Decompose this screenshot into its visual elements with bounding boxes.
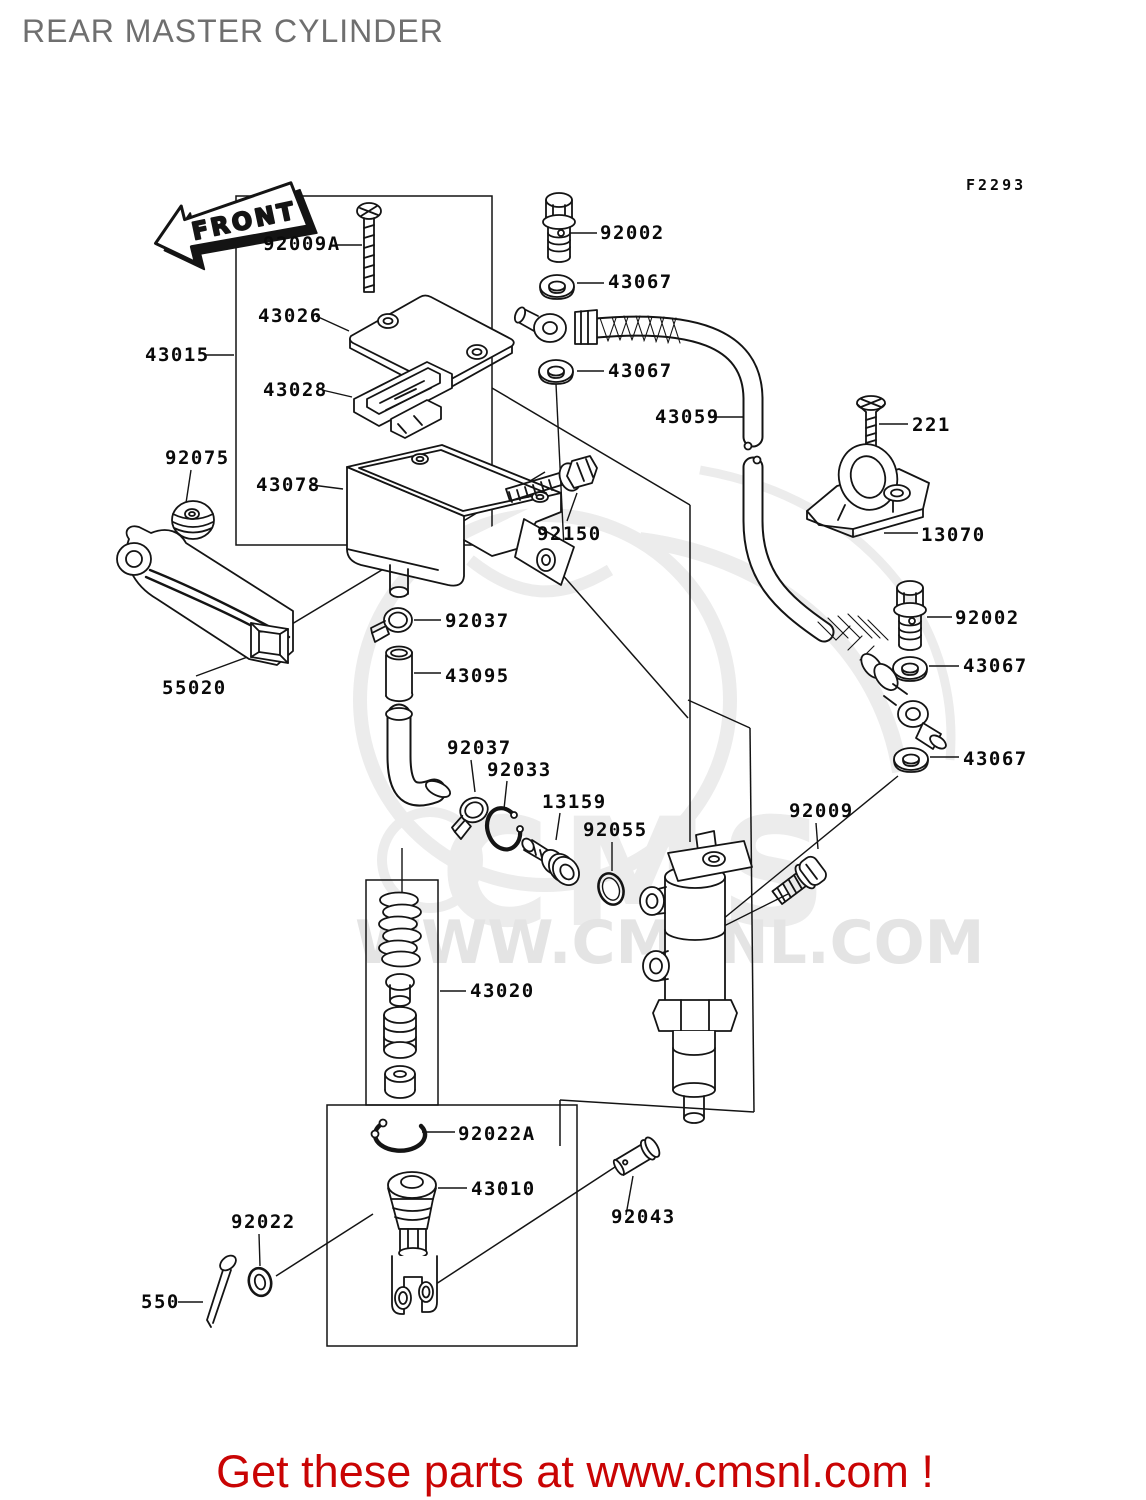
part-label-92075: 92075 (165, 447, 230, 469)
part-label-13159: 13159 (542, 791, 607, 813)
part-92033-circlip (485, 806, 524, 852)
part-92055-o-ring (597, 872, 625, 906)
part-label-221: 221 (912, 414, 951, 436)
watermark-brand: CMS (440, 787, 837, 961)
part-92009a-screw (356, 202, 382, 293)
part-label-43067-right-1: 43067 (963, 655, 1028, 677)
figure-code: F2293 (966, 176, 1026, 194)
part-label-13070: 13070 (921, 524, 986, 546)
part-label-92043: 92043 (611, 1206, 676, 1228)
box-pushrod-group (326, 1104, 578, 1347)
part-label-92009: 92009 (789, 800, 854, 822)
part-label-92037-upper: 92037 (445, 610, 510, 632)
part-label-92055: 92055 (583, 819, 648, 841)
part-92002-banjo-bolt-upper (542, 192, 576, 263)
part-13159-fitting (521, 837, 580, 886)
part-43067-washer-upper-2 (538, 359, 574, 385)
part-label-92002-upper: 92002 (600, 222, 665, 244)
part-label-92002-right: 92002 (955, 607, 1020, 629)
part-550-cotter-pin (206, 1254, 237, 1328)
part-55020-bracket (116, 525, 294, 666)
part-label-43026: 43026 (258, 305, 323, 327)
part-label-92009a: 92009A (263, 233, 341, 255)
part-label-55020: 55020 (162, 677, 227, 699)
part-label-43028: 43028 (263, 379, 328, 401)
part-92009-screw (771, 855, 827, 905)
part-92022a-circlip (370, 1118, 428, 1153)
part-43028-diaphragm (353, 361, 453, 439)
part-label-92033: 92033 (487, 759, 552, 781)
part-92075-damper (171, 500, 215, 540)
part-label-43067-upper-2: 43067 (608, 360, 673, 382)
part-label-92022: 92022 (231, 1211, 296, 1233)
part-label-43067-upper-1: 43067 (608, 271, 673, 293)
part-221-screw (856, 395, 886, 447)
leader-lines (148, 232, 959, 1303)
part-label-92022a: 92022A (458, 1123, 536, 1145)
part-label-43067-right-2: 43067 (963, 748, 1028, 770)
part-43020-piston-kit (378, 891, 422, 1099)
part-43059-brake-hose (513, 306, 947, 750)
part-label-43010: 43010 (471, 1178, 536, 1200)
part-92022-washer (247, 1266, 273, 1298)
part-label-43095: 43095 (445, 665, 510, 687)
part-master-cylinder-body (639, 830, 753, 1124)
part-number-labels: 92009A 43026 43015 43028 92075 43078 55020 9200… (141, 222, 1028, 1313)
part-92150-bolt (505, 455, 598, 503)
part-43010-push-rod (387, 1171, 438, 1315)
part-label-43059: 43059 (655, 406, 720, 428)
part-43067-washer-right-1 (892, 656, 928, 682)
part-label-43015: 43015 (145, 344, 210, 366)
part-43067-washer-upper-1 (539, 274, 575, 300)
part-92043-joint-pin (612, 1136, 661, 1176)
part-label-550: 550 (141, 1291, 180, 1313)
part-43095-joint-hose (385, 645, 451, 807)
front-direction-arrow: FRONT (153, 181, 318, 271)
part-label-43078: 43078 (256, 474, 321, 496)
page-title: REAR MASTER CYLINDER (22, 13, 444, 49)
part-label-43020: 43020 (470, 980, 535, 1002)
part-92002-banjo-bolt-right (893, 580, 927, 651)
part-label-92037-lower: 92037 (447, 737, 512, 759)
footer-promo-text: Get these parts at www.cmsnl.com ! (216, 1446, 934, 1497)
part-43078-reservoir (346, 444, 575, 598)
part-label-92150: 92150 (537, 523, 602, 545)
part-13070-hose-clamp (806, 443, 930, 538)
